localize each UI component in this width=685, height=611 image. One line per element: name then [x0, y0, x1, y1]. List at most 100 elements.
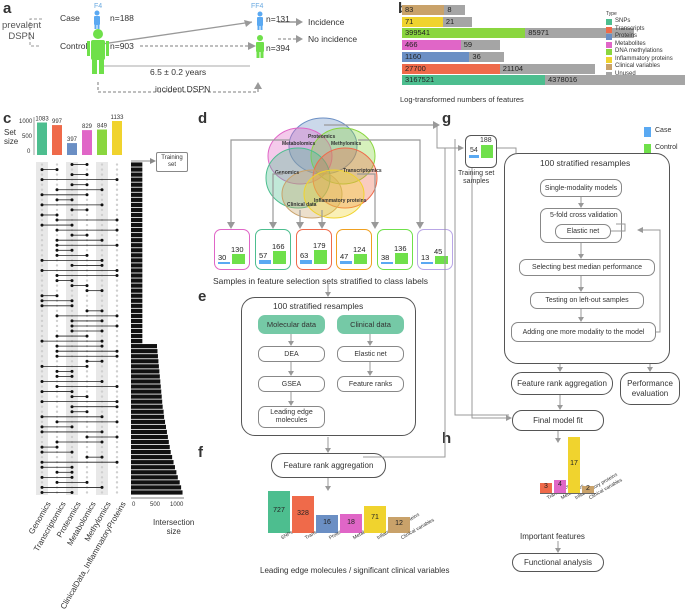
matrix-dot-filled [40, 213, 44, 217]
venn-label-proteomics: Proteomics [308, 134, 336, 140]
matrix-dot-empty [55, 284, 59, 287]
matrix-dot-empty [40, 481, 44, 484]
matrix-dot-filled [70, 490, 74, 494]
matrix-dot-empty [115, 208, 119, 212]
training-control-bar [481, 145, 493, 158]
matrix-dot-filled [40, 450, 44, 454]
intersection-bar [131, 439, 169, 445]
matrix-dot-filled [70, 284, 74, 288]
set-size-value: 1133 [111, 115, 125, 121]
intersection-bar [131, 258, 143, 263]
add-modality-box: Adding one more modality to the model [511, 322, 656, 342]
intersection-bar [131, 389, 162, 394]
feature-bar-value: 71 [371, 514, 379, 522]
feature-bar-unused: 21104 [499, 63, 595, 74]
matrix-dot-empty [55, 264, 59, 267]
matrix-dot-filled [55, 470, 59, 474]
panel-e-title: 100 stratified resamples [273, 301, 364, 311]
matrix-dot-filled [40, 415, 44, 419]
set-size-value: 997 [52, 119, 63, 125]
matrix-dot-empty [115, 481, 119, 484]
matrix-dot-empty [100, 223, 104, 227]
matrix-dot-filled [85, 480, 89, 484]
intersection-bar [131, 187, 143, 192]
intersection-bar [131, 207, 143, 213]
matrix-dot-filled [100, 485, 104, 489]
matrix-dot-empty [115, 486, 119, 489]
important-feature-value: 17 [570, 460, 578, 467]
matrix-dot-filled [70, 324, 74, 328]
intersection-bar [131, 313, 143, 319]
matrix-dot-filled [55, 385, 59, 389]
matrix-dot-empty [70, 213, 74, 217]
matrix-dot-empty [115, 395, 119, 398]
matrix-dot-empty [100, 334, 104, 338]
matrix-dot-empty [40, 410, 44, 413]
matrix-dot-empty [40, 435, 44, 439]
matrix-dot-empty [40, 405, 44, 408]
matrix-dot-empty [100, 304, 104, 307]
matrix-dot-empty [40, 183, 44, 186]
matrix-dot-empty [115, 360, 119, 363]
legend-label: Unused [615, 70, 636, 77]
matrix-dot-filled [85, 173, 89, 177]
feature-bar [340, 514, 362, 533]
matrix-dot-empty [40, 208, 44, 212]
matrix-dot-filled [70, 248, 74, 252]
training-samples-label: Training set samples [458, 170, 495, 185]
legend-title: Type [606, 11, 617, 17]
intersection-bar [131, 222, 143, 228]
matrix-dot-filled [115, 178, 119, 182]
matrix-dot-empty [115, 370, 119, 373]
matrix-dot-filled [115, 314, 119, 318]
intersection-bar [131, 485, 182, 490]
matrix-dot-filled [40, 193, 44, 197]
matrix-dot-empty [115, 173, 119, 176]
matrix-dot-filled [70, 208, 74, 212]
matrix-dot-empty [115, 279, 119, 282]
set-size-tick-500: 500 [22, 134, 33, 140]
case-value: 30 [218, 253, 227, 262]
panel-label-d: d [198, 110, 208, 127]
feature-bar-value: 727 [273, 507, 285, 514]
matrix-dot-empty [100, 375, 104, 378]
x-tick-0: 0 [132, 502, 136, 508]
legend-label: Clinical variables [615, 63, 661, 69]
matrix-dot-filled [85, 208, 89, 212]
matrix-dot-empty [85, 294, 89, 297]
matrix-dot-empty [55, 324, 59, 328]
matrix-dot-filled [70, 369, 74, 373]
matrix-dot-empty [115, 223, 119, 227]
control-value: 45 [434, 247, 443, 256]
matrix-dot-filled [70, 223, 74, 227]
intersection-bar [131, 455, 173, 460]
case-bar [300, 260, 312, 264]
matrix-dot-filled [40, 425, 44, 429]
matrix-dot-empty [85, 390, 89, 393]
case-value: 13 [421, 253, 430, 262]
gsea-box: GSEA [258, 376, 325, 392]
control-value: 124 [353, 245, 366, 255]
intersection-bar [131, 424, 166, 430]
matrix-dot-empty [70, 455, 74, 459]
matrix-dot-filled [85, 284, 89, 288]
matrix-dot-filled [115, 228, 119, 232]
matrix-dot-empty [40, 344, 44, 348]
matrix-dot-empty [40, 334, 44, 338]
matrix-dot-empty [55, 309, 59, 313]
intersection-bar [131, 344, 157, 349]
matrix-dot-empty [115, 294, 119, 297]
ff4-label: FF4 [251, 3, 264, 10]
intersection-bar [131, 238, 143, 243]
matrix-dot-filled [115, 420, 119, 424]
matrix-dot-filled [40, 178, 44, 182]
intersection-bar [131, 419, 166, 424]
control-legend-label: Control [655, 144, 678, 151]
matrix-dot-empty [85, 304, 89, 307]
panel-g-title: 100 stratified resamples [540, 158, 631, 168]
matrix-dot-empty [115, 445, 119, 449]
intersection-bar [131, 414, 165, 419]
matrix-dot-empty [100, 233, 104, 237]
matrix-dot-filled [85, 435, 89, 439]
matrix-dot-empty [115, 329, 119, 333]
